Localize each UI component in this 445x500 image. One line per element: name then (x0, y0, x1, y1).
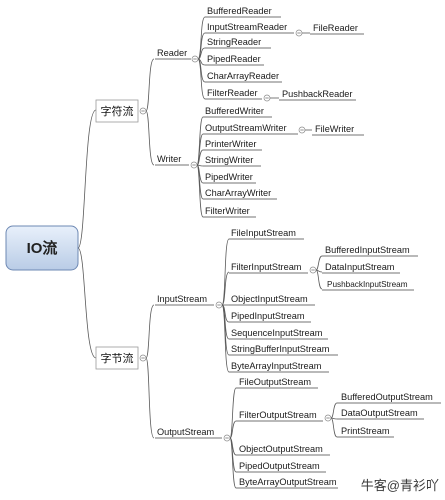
svg-text:FilterReader: FilterReader (207, 88, 258, 98)
svg-text:PipedReader: PipedReader (207, 54, 261, 64)
svg-text:DataInputStream: DataInputStream (325, 262, 395, 272)
input-stream-subitem[interactable]: BufferedInputStream (322, 245, 418, 257)
char-stream-node[interactable]: 字符流 (95, 99, 139, 123)
reader-item[interactable]: BufferedReader (205, 6, 281, 18)
root-label: IO流 (27, 239, 58, 257)
input-stream-item-toggle[interactable] (309, 266, 317, 274)
char-stream-toggle[interactable] (139, 107, 147, 115)
reader-item[interactable]: InputStreamReader (205, 22, 294, 34)
svg-text:FileInputStream: FileInputStream (231, 228, 296, 238)
root-node[interactable]: IO流 (5, 225, 79, 271)
svg-text:BufferedInputStream: BufferedInputStream (325, 245, 410, 255)
svg-text:BufferedReader: BufferedReader (207, 6, 272, 16)
writer-item[interactable]: OutputStreamWriter (203, 123, 298, 135)
input-stream-item[interactable]: ByteArrayInputStream (229, 361, 329, 373)
output-stream-label: OutputStream (157, 427, 215, 437)
connector (145, 110, 155, 166)
writer-item[interactable]: PipedWriter (203, 172, 256, 184)
svg-text:ObjectInputStream: ObjectInputStream (231, 294, 308, 304)
svg-text:InputStreamReader: InputStreamReader (207, 22, 287, 32)
input-stream-toggle[interactable] (215, 301, 223, 309)
output-stream-subitem[interactable]: DataOutputStream (337, 408, 424, 420)
watermark: 牛客@青衫吖 (358, 475, 441, 494)
writer-item[interactable]: PrinterWriter (203, 139, 262, 151)
svg-text:ByteArrayOutputStream: ByteArrayOutputStream (239, 477, 337, 487)
reader-label: Reader (157, 48, 187, 58)
output-stream-item[interactable]: ByteArrayOutputStream (236, 477, 338, 489)
input-stream-item[interactable]: PipedInputStream (229, 311, 311, 323)
input-stream-item[interactable]: SequenceInputStream (229, 328, 328, 340)
svg-text:FileWriter: FileWriter (315, 124, 354, 134)
byte-stream-label: 字节流 (101, 351, 134, 365)
writer-toggle[interactable] (190, 161, 198, 169)
svg-text:FileReader: FileReader (313, 23, 358, 33)
input-stream-node[interactable]: InputStream (155, 294, 214, 306)
output-stream-subitem[interactable]: PrintStream (337, 426, 394, 438)
output-stream-item[interactable]: PipedOutputStream (236, 461, 326, 473)
input-stream-item[interactable]: FilterInputStream (229, 262, 308, 274)
input-stream-subitem[interactable]: PushbackInputStream (322, 280, 414, 291)
reader-item-toggle[interactable] (295, 29, 303, 37)
writer-item[interactable]: FilterWriter (203, 206, 256, 218)
svg-text:BufferedWriter: BufferedWriter (205, 106, 264, 116)
svg-text:StringWriter: StringWriter (205, 155, 253, 165)
reader-toggle[interactable] (191, 55, 199, 63)
writer-subitem[interactable]: FileWriter (312, 124, 364, 136)
byte-stream-toggle[interactable] (139, 354, 147, 362)
reader-item[interactable]: FilterReader (205, 88, 262, 100)
svg-text:BufferedOutputStream: BufferedOutputStream (341, 392, 433, 402)
svg-text:CharArrayReader: CharArrayReader (207, 71, 279, 81)
svg-text:FilterOutputStream: FilterOutputStream (239, 410, 317, 420)
svg-text:PushbackInputStream: PushbackInputStream (327, 280, 408, 289)
byte-stream-node[interactable]: 字节流 (95, 346, 139, 370)
output-stream-subitem[interactable]: BufferedOutputStream (337, 392, 441, 404)
output-stream-item-toggle[interactable] (324, 414, 332, 422)
svg-text:PipedWriter: PipedWriter (205, 172, 253, 182)
writer-node[interactable]: Writer (155, 154, 189, 166)
output-stream-item[interactable]: ObjectOutputStream (236, 444, 330, 456)
writer-item[interactable]: BufferedWriter (203, 106, 272, 118)
input-stream-item[interactable]: FileInputStream (229, 228, 304, 240)
reader-item[interactable]: PipedReader (205, 54, 264, 66)
reader-node[interactable]: Reader (155, 48, 191, 60)
svg-text:CharArrayWriter: CharArrayWriter (205, 188, 271, 198)
root-connectors (77, 109, 97, 359)
svg-text:StringReader: StringReader (207, 37, 261, 47)
writer-item-toggle[interactable] (298, 126, 306, 134)
input-stream-item[interactable]: ObjectInputStream (229, 294, 315, 306)
svg-text:PipedInputStream: PipedInputStream (231, 311, 305, 321)
reader-item[interactable]: StringReader (205, 37, 271, 49)
writer-label: Writer (157, 154, 181, 164)
output-stream-toggle[interactable] (223, 434, 231, 442)
output-stream-node[interactable]: OutputStream (155, 427, 222, 439)
output-stream-item[interactable]: FileOutputStream (236, 377, 318, 389)
char-stream-label: 字符流 (101, 104, 134, 118)
reader-subitem[interactable]: FileReader (310, 23, 364, 35)
reader-item-toggle[interactable] (263, 94, 271, 102)
svg-text:FilterWriter: FilterWriter (205, 206, 250, 216)
reader-subitem[interactable]: PushbackReader (279, 89, 356, 101)
svg-text:StringBufferInputStream: StringBufferInputStream (231, 344, 330, 354)
svg-text:DataOutputStream: DataOutputStream (341, 408, 418, 418)
reader-item[interactable]: CharArrayReader (205, 71, 282, 83)
svg-text:OutputStreamWriter: OutputStreamWriter (205, 123, 287, 133)
input-stream-item[interactable]: StringBufferInputStream (229, 344, 338, 356)
svg-text:FilterInputStream: FilterInputStream (231, 262, 302, 272)
writer-item[interactable]: StringWriter (203, 155, 261, 167)
svg-text:PrinterWriter: PrinterWriter (205, 139, 256, 149)
svg-text:PushbackReader: PushbackReader (282, 89, 352, 99)
writer-item[interactable]: CharArrayWriter (203, 188, 277, 200)
svg-text:PipedOutputStream: PipedOutputStream (239, 461, 320, 471)
input-stream-subitem[interactable]: DataInputStream (322, 262, 400, 274)
svg-text:PrintStream: PrintStream (341, 426, 390, 436)
svg-text:SequenceInputStream: SequenceInputStream (231, 328, 323, 338)
input-stream-label: InputStream (157, 294, 207, 304)
connector (145, 58, 155, 112)
svg-text:FileOutputStream: FileOutputStream (239, 377, 311, 387)
output-stream-item[interactable]: FilterOutputStream (236, 410, 323, 422)
svg-text:ObjectOutputStream: ObjectOutputStream (239, 444, 323, 454)
svg-text:ByteArrayInputStream: ByteArrayInputStream (231, 361, 322, 371)
